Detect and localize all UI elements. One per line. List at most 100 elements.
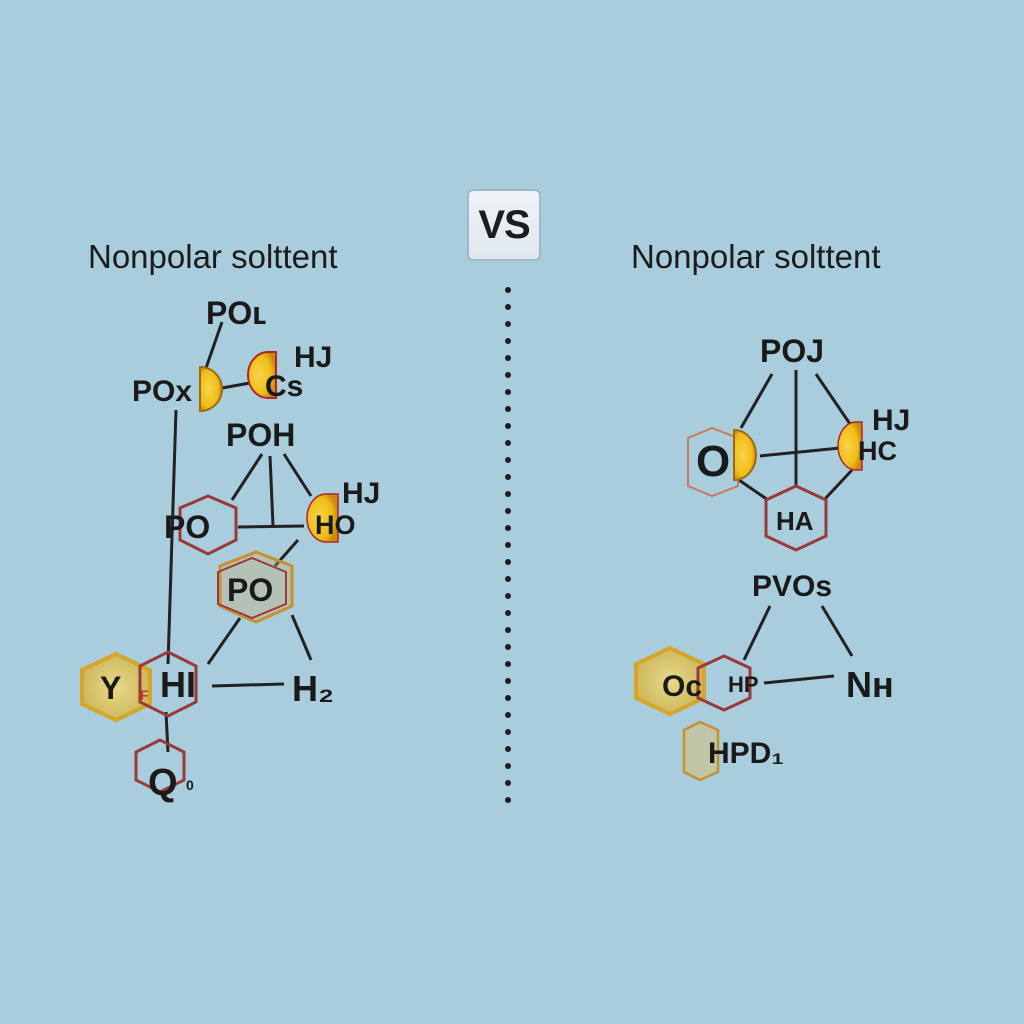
divider-dot [505, 678, 511, 684]
right-labels: POJ HJ HC O HA PVOs Nʜ Oc HP HPD₁ [662, 333, 910, 770]
divider-dot [505, 321, 511, 327]
divider-dot [505, 797, 511, 803]
bond [221, 381, 251, 390]
yellow-node-icon [837, 421, 863, 471]
atom-label: Q [148, 762, 178, 804]
yellow-node-icon [306, 493, 339, 543]
atom-label: PVOs [752, 570, 832, 603]
bond [268, 455, 275, 527]
bond [237, 524, 305, 529]
divider-dot [505, 423, 511, 429]
yellow-node-icon [247, 351, 277, 399]
right-title: Nonpolar solttent [631, 238, 881, 275]
divider-dot [505, 474, 511, 480]
atom-label: HJ [342, 477, 380, 510]
bond [742, 605, 772, 661]
atom-label: POJ [760, 333, 824, 369]
left-molecule [164, 321, 313, 753]
bond [739, 373, 774, 429]
atom-label: HO [315, 510, 356, 540]
divider-dot [505, 627, 511, 633]
atom-label: Oc [662, 670, 702, 703]
atom-label: HP [728, 672, 759, 697]
divider-dot [505, 440, 511, 446]
divider-dot [505, 729, 511, 735]
divider-dot [505, 610, 511, 616]
bond [230, 453, 264, 501]
bond [814, 373, 852, 425]
atom-label: HJ [294, 341, 332, 374]
divider-dot [505, 372, 511, 378]
atom-label: POx [132, 375, 192, 408]
hexagon-ring-icon [682, 720, 720, 782]
atom-label: PO [227, 572, 273, 608]
atom-label: POʟ [206, 295, 267, 331]
left-rings [80, 494, 294, 794]
bond [206, 617, 242, 665]
divider-dot [505, 304, 511, 310]
hexagon-ring-icon [696, 654, 752, 712]
atom-label: HI [160, 664, 196, 705]
vs-label: VS [478, 202, 530, 247]
divider-dot [505, 525, 511, 531]
divider-dot [505, 338, 511, 344]
hexagon-ring-icon [80, 651, 152, 723]
divider-dot [505, 355, 511, 361]
left-yellow-nodes [199, 351, 339, 543]
bond [211, 682, 285, 688]
atom-label: O [696, 437, 730, 486]
bond [166, 409, 178, 665]
vs-badge: VS [467, 189, 541, 261]
atom-label: HPD₁ [708, 737, 784, 770]
left-title: Nonpolar solttent [88, 238, 338, 275]
divider-dot [505, 559, 511, 565]
atom-label: HA [776, 506, 814, 536]
divider-dot [505, 763, 511, 769]
divider-dot [505, 661, 511, 667]
divider-dot [505, 780, 511, 786]
divider-dot [505, 644, 511, 650]
divider-dot [505, 542, 511, 548]
right-nodes [634, 421, 863, 782]
divider-dot [505, 491, 511, 497]
bond [763, 674, 835, 685]
bond [204, 321, 224, 369]
atom-label: HC [858, 436, 897, 466]
divider-dot [505, 695, 511, 701]
atom-label: Nʜ [846, 664, 894, 705]
atom-label: 0 [186, 777, 194, 793]
right-molecule [735, 370, 854, 685]
bond [820, 605, 854, 657]
divider-dot [505, 287, 511, 293]
hexagon-ring-icon [218, 550, 294, 624]
bond [759, 446, 841, 458]
divider-dot [505, 593, 511, 599]
yellow-node-icon [733, 428, 757, 482]
divider-dot [505, 712, 511, 718]
bond [164, 711, 170, 753]
hexagon-ring-icon [178, 494, 238, 556]
atom-label: Cs [265, 370, 303, 403]
atom-label: H₂ [292, 668, 334, 709]
left-labels: POʟ HJ Cs POx POH HJ PO HO PO Y F HI H₂ … [100, 295, 380, 804]
bond [290, 614, 313, 661]
bond [822, 468, 854, 502]
divider-dot [505, 746, 511, 752]
bond [282, 453, 313, 497]
atom-label: F [140, 687, 149, 703]
hexagon-ring-icon [217, 556, 287, 620]
hexagon-ring-icon [764, 484, 828, 552]
hexagon-ring-icon [138, 650, 198, 718]
atom-label: Y [100, 670, 121, 706]
bond [735, 476, 769, 502]
atom-label: PO [164, 509, 210, 545]
divider-dot [505, 576, 511, 582]
yellow-node-icon [199, 365, 223, 413]
divider-dot [505, 457, 511, 463]
hexagon-ring-icon [134, 738, 186, 794]
atom-label: HJ [872, 404, 910, 437]
divider-dot [505, 389, 511, 395]
divider-dot [505, 406, 511, 412]
atom-label: POH [226, 417, 295, 453]
